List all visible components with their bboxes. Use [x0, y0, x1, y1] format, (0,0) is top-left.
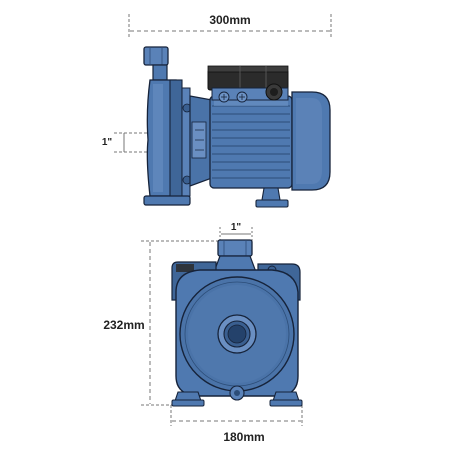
length-dimension: 300mm	[128, 13, 332, 38]
terminal-box	[207, 65, 289, 103]
fan-cover	[291, 91, 331, 191]
height-dimension: 232mm	[103, 240, 218, 406]
length-dimension-label: 300mm	[209, 13, 250, 27]
height-dimension-label: 232mm	[103, 318, 144, 332]
pump-head	[143, 46, 192, 206]
cable-gland-icon	[265, 83, 283, 101]
front-view: 232mm 1" 180mm	[103, 222, 303, 444]
inlet-dimension: 1"	[102, 132, 148, 153]
motor-foot	[255, 187, 289, 208]
pump-bracket	[189, 95, 213, 187]
inlet-port	[217, 314, 257, 354]
front-base-feet	[171, 391, 303, 407]
width-dimension: 180mm	[170, 405, 303, 444]
width-dimension-label: 180mm	[223, 430, 264, 444]
outlet-spout	[213, 239, 257, 273]
inlet-dimension-label: 1"	[102, 137, 113, 148]
outlet-dimension-label: 1"	[231, 222, 242, 233]
motor-housing	[209, 95, 293, 189]
outlet-dimension: 1"	[219, 222, 253, 242]
screw-icon	[236, 91, 248, 103]
drain-plug-icon	[229, 385, 245, 401]
side-view: 300mm 1"	[102, 13, 332, 208]
screw-icon	[218, 91, 230, 103]
